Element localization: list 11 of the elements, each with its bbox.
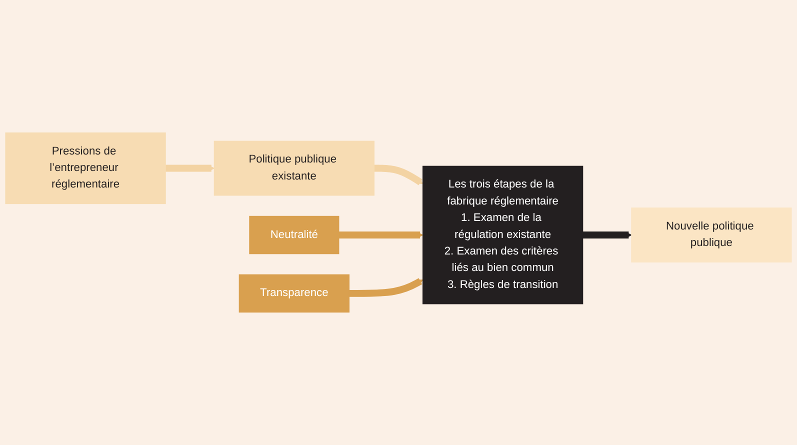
- node-box: Nouvelle politique publique: [631, 208, 792, 262]
- node-box: Pressions de l’entrepreneur réglementaire: [5, 132, 166, 204]
- node-box: Transparence: [238, 274, 350, 313]
- arrow: [349, 278, 424, 297]
- node-box: Neutralité: [249, 216, 340, 254]
- arrow: [166, 164, 214, 172]
- arrow: [338, 232, 424, 238]
- node-box: Les trois étapes de la fabrique réglementaire 1. Examen de la régulation existante 2. Examen des critères liés au bien commun 3. Règles de transition: [422, 166, 584, 304]
- arrow: [582, 232, 632, 238]
- node-box: Politique publique existante: [214, 140, 374, 196]
- arrow: [374, 164, 424, 186]
